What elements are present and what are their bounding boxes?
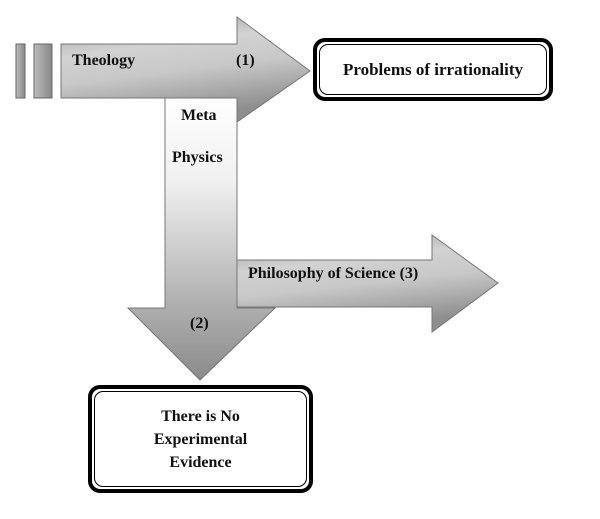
label-physics: Physics xyxy=(172,149,223,166)
label-theology: Theology xyxy=(72,52,136,69)
evidence-line-2: Experimental xyxy=(153,430,248,448)
evidence-line-3: Evidence xyxy=(169,453,232,471)
label-step-1: (1) xyxy=(236,52,255,69)
bar-1 xyxy=(15,43,26,99)
evidence-line-1: There is No xyxy=(161,407,240,425)
box-no-experimental-evidence: There is No Experimental Evidence xyxy=(88,385,313,493)
box-irrationality-text: Problems of irrationality xyxy=(319,44,547,95)
theology-arrow xyxy=(60,16,311,123)
right-arrow xyxy=(236,234,499,333)
label-philosophy-of-science: Philosophy of Science (3) xyxy=(248,265,419,282)
box-problems-of-irrationality: Problems of irrationality xyxy=(313,38,553,101)
bar-2 xyxy=(33,43,53,99)
label-meta: Meta xyxy=(181,107,217,124)
label-step-2: (2) xyxy=(190,315,209,332)
down-arrow xyxy=(126,97,277,381)
